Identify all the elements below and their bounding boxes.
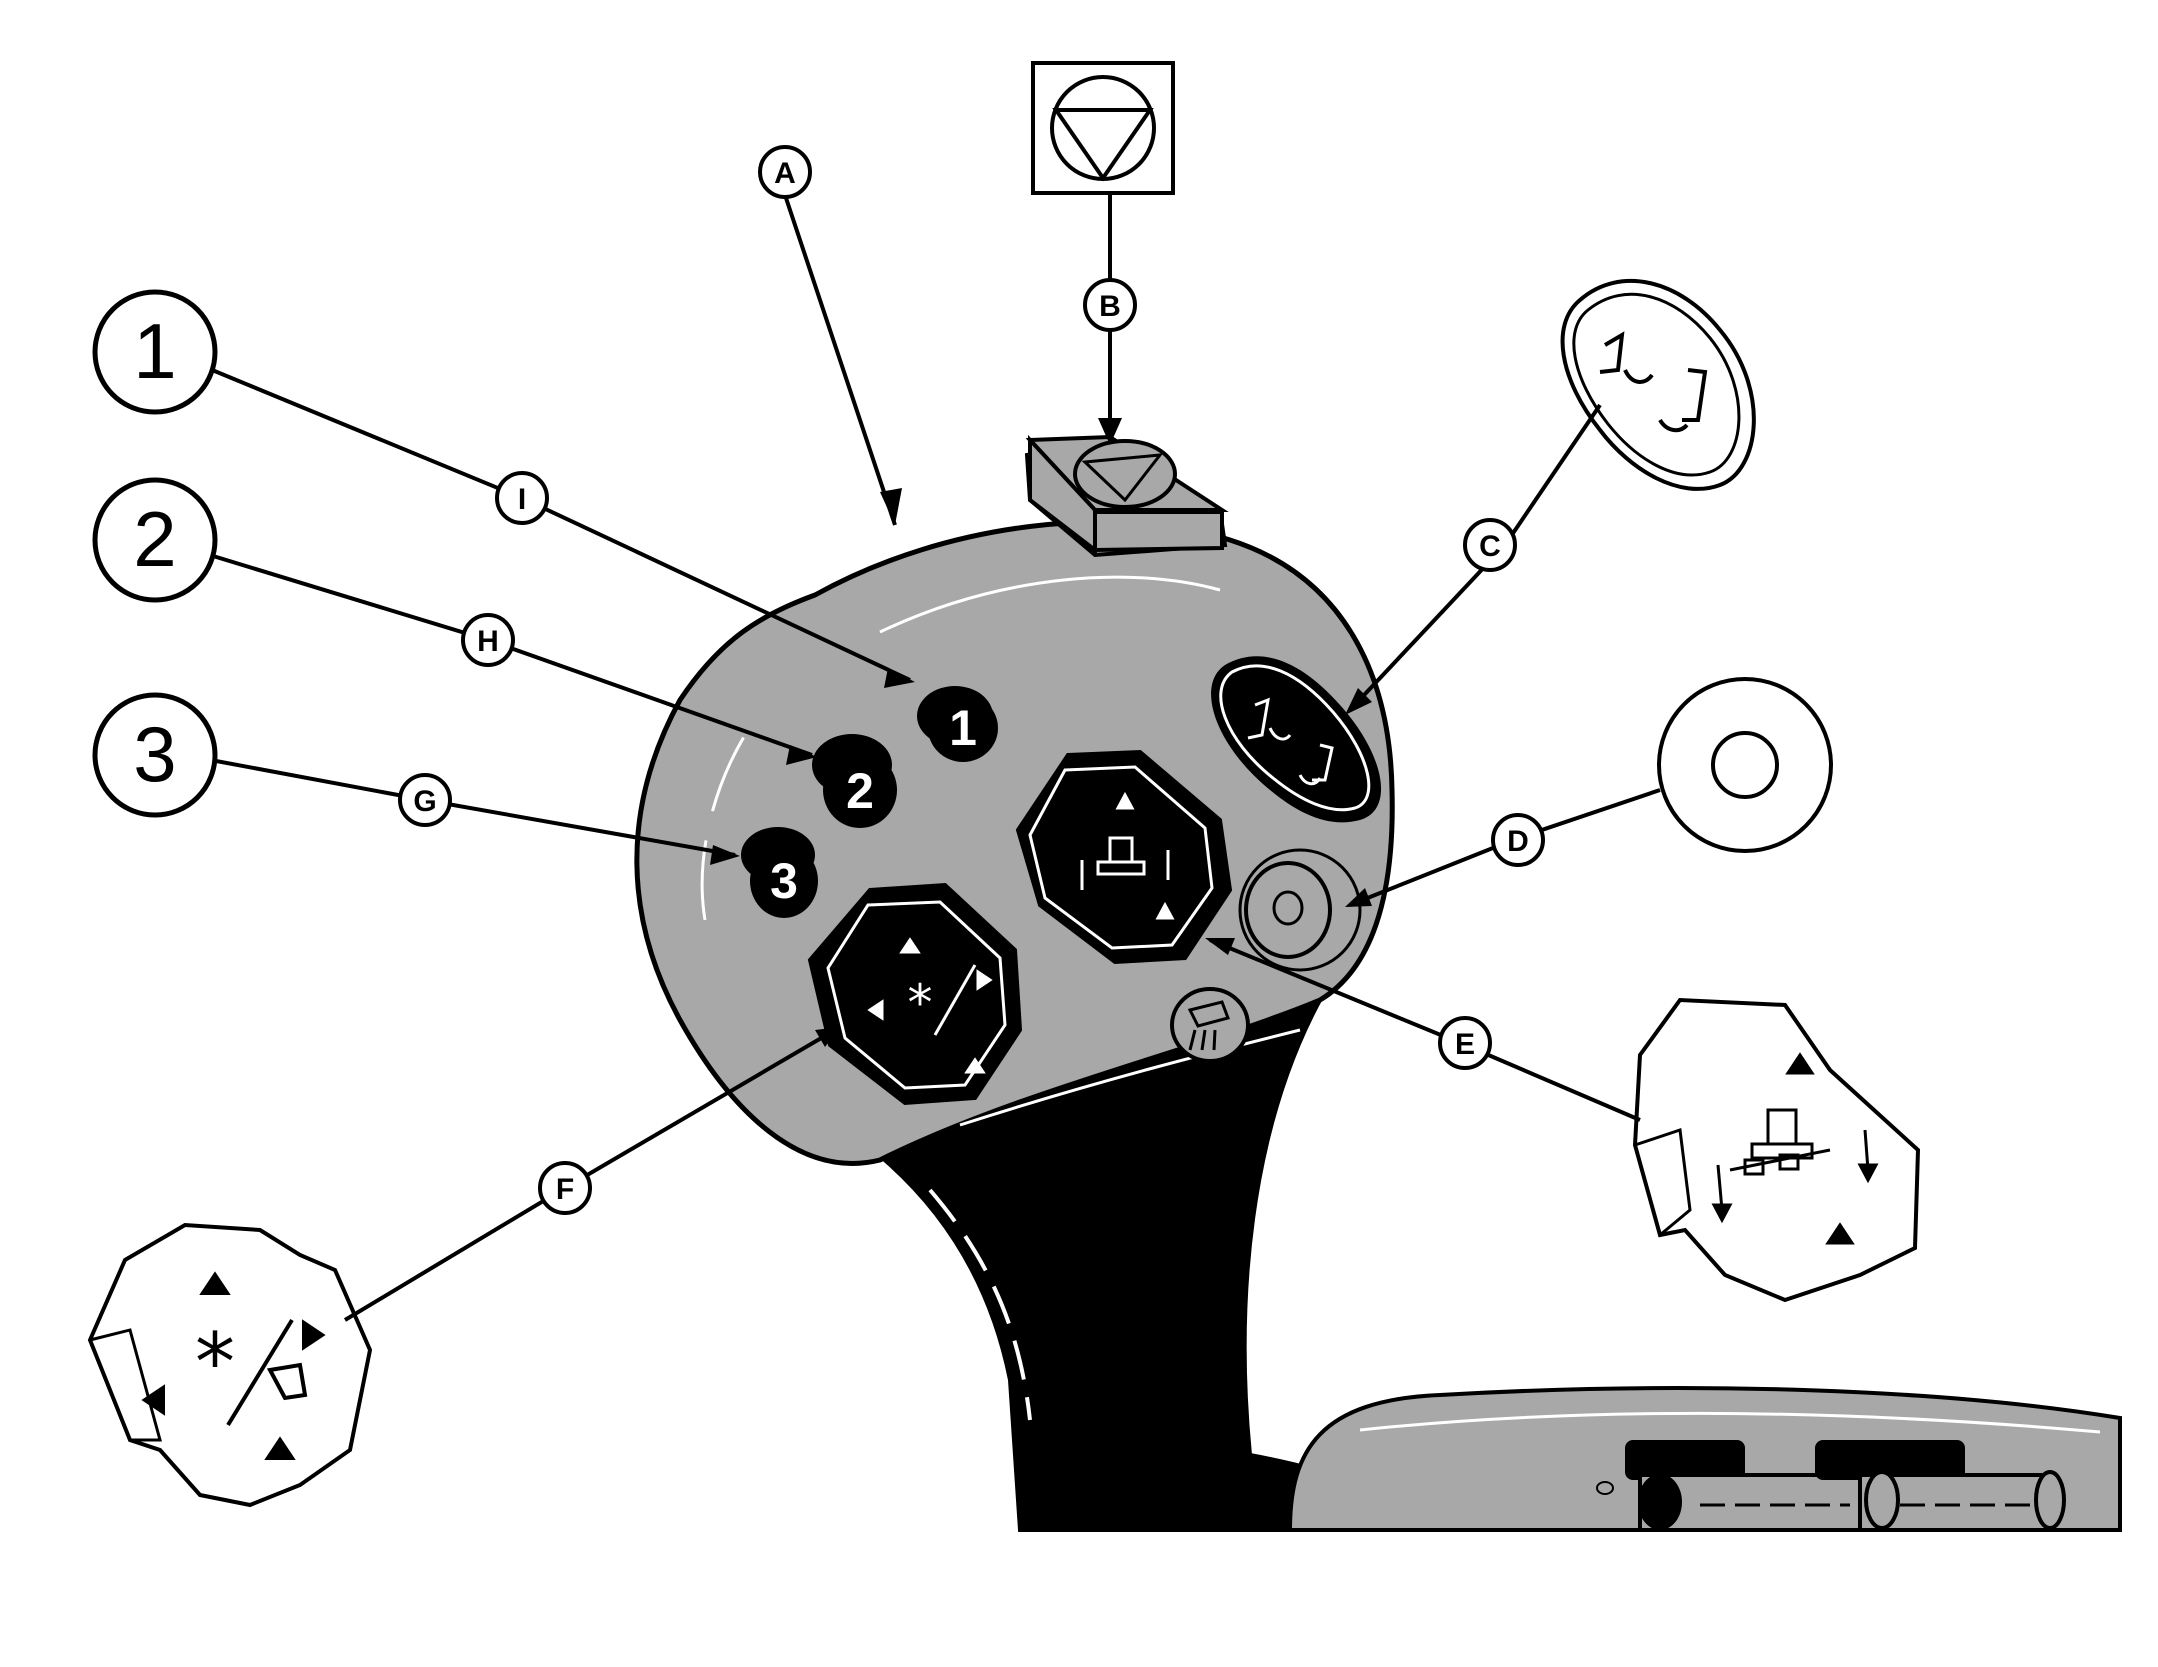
position-3: 3 [92, 692, 218, 818]
svg-text:H: H [477, 625, 499, 658]
button-1[interactable]: 1 [917, 686, 998, 762]
round-button[interactable] [1238, 848, 1362, 972]
implement-knob-inset [1632, 997, 1921, 1303]
stop-symbol-inset [1031, 61, 1175, 195]
stop-triangle-icon [1081, 453, 1164, 503]
svg-text:*: * [908, 974, 933, 1032]
round-button-inset [1657, 677, 1833, 853]
console-lever-right [1815, 1440, 2066, 1532]
svg-text:*: * [195, 1316, 235, 1409]
callout-h: H [461, 613, 515, 667]
svg-text:1: 1 [133, 307, 176, 395]
callout-i: I [495, 471, 549, 525]
svg-text:F: F [556, 1173, 574, 1206]
callout-a: A [758, 145, 812, 199]
light-wiper-knob[interactable]: * [807, 882, 1023, 1106]
implement-knob-icon [1080, 791, 1175, 920]
callout-b: B [1083, 278, 1137, 332]
svg-text:E: E [1455, 1028, 1475, 1061]
console-lever-left [1625, 1440, 1862, 1532]
leader-lines [199, 194, 1661, 1322]
light-wiper-knob-icon: * [141, 1271, 326, 1460]
stop-triangle-icon [1052, 108, 1154, 182]
hitch-toggle-button[interactable] [1211, 656, 1382, 823]
implement-knob-icon [1711, 1052, 1879, 1245]
light-wiper-knob-inset: * [87, 1222, 373, 1508]
position-1: 1 [92, 289, 218, 415]
button-2[interactable]: 2 [812, 734, 897, 828]
console-surface [1287, 1386, 2122, 1532]
callout-g: G [398, 773, 452, 827]
position-2: 2 [92, 477, 218, 603]
svg-text:A: A [774, 157, 796, 190]
work-light-icon [1187, 1000, 1230, 1051]
callout-f: F [538, 1161, 592, 1215]
svg-text:D: D [1507, 825, 1529, 858]
button-1-label: 1 [949, 700, 977, 756]
callout-c: C [1463, 518, 1517, 572]
button-2-label: 2 [846, 763, 874, 819]
callout-e: E [1438, 1016, 1492, 1070]
svg-text:B: B [1099, 290, 1121, 323]
svg-text:C: C [1479, 530, 1501, 563]
button-3-label: 3 [770, 853, 798, 909]
hitch-toggle-icon [1599, 331, 1708, 433]
work-light-button[interactable] [1170, 987, 1250, 1063]
callout-d: D [1491, 813, 1545, 867]
light-wiper-knob-icon: * [867, 937, 993, 1074]
svg-text:I: I [518, 483, 526, 516]
hitch-toggle-inset [1560, 278, 1756, 491]
svg-text:3: 3 [133, 710, 176, 798]
svg-text:G: G [413, 785, 436, 818]
leader-arrowheads [710, 418, 1372, 1047]
hitch-toggle-icon [1247, 697, 1334, 786]
svg-text:2: 2 [133, 495, 176, 583]
button-3[interactable]: 3 [741, 827, 818, 918]
implement-knob[interactable] [1015, 749, 1233, 965]
stop-button[interactable] [1024, 434, 1229, 558]
